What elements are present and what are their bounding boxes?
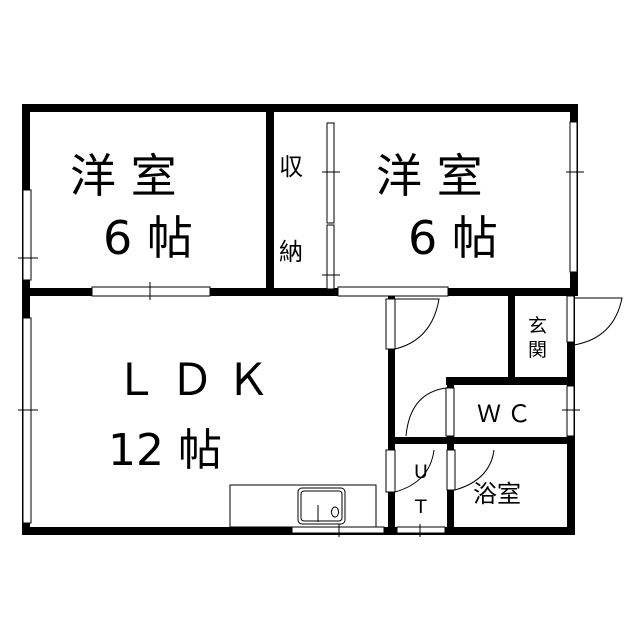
utility-label-1: U bbox=[414, 461, 428, 483]
bedroom-east-size: 6 帖 bbox=[408, 211, 498, 265]
wc-label: ＷＣ bbox=[477, 400, 537, 428]
entrance-label-1: 玄 bbox=[528, 315, 547, 337]
doors bbox=[385, 295, 623, 493]
bedroom-east-type: 洋 室 bbox=[376, 149, 483, 203]
bedroom-west-size: 6 帖 bbox=[103, 211, 193, 265]
ldk-size: 12 帖 bbox=[108, 425, 222, 476]
closet-label-1: 収 bbox=[279, 153, 303, 181]
windows bbox=[18, 121, 584, 537]
kitchen-counter bbox=[229, 484, 377, 528]
bath-label: 浴室 bbox=[473, 480, 521, 508]
ldk-type: ＬＤＫ bbox=[114, 355, 282, 406]
bedroom-west-type: 洋 室 bbox=[70, 149, 177, 203]
utility-label-2: T bbox=[414, 496, 427, 518]
closet-label-2: 納 bbox=[279, 238, 303, 266]
entrance-label-2: 関 bbox=[528, 339, 547, 361]
